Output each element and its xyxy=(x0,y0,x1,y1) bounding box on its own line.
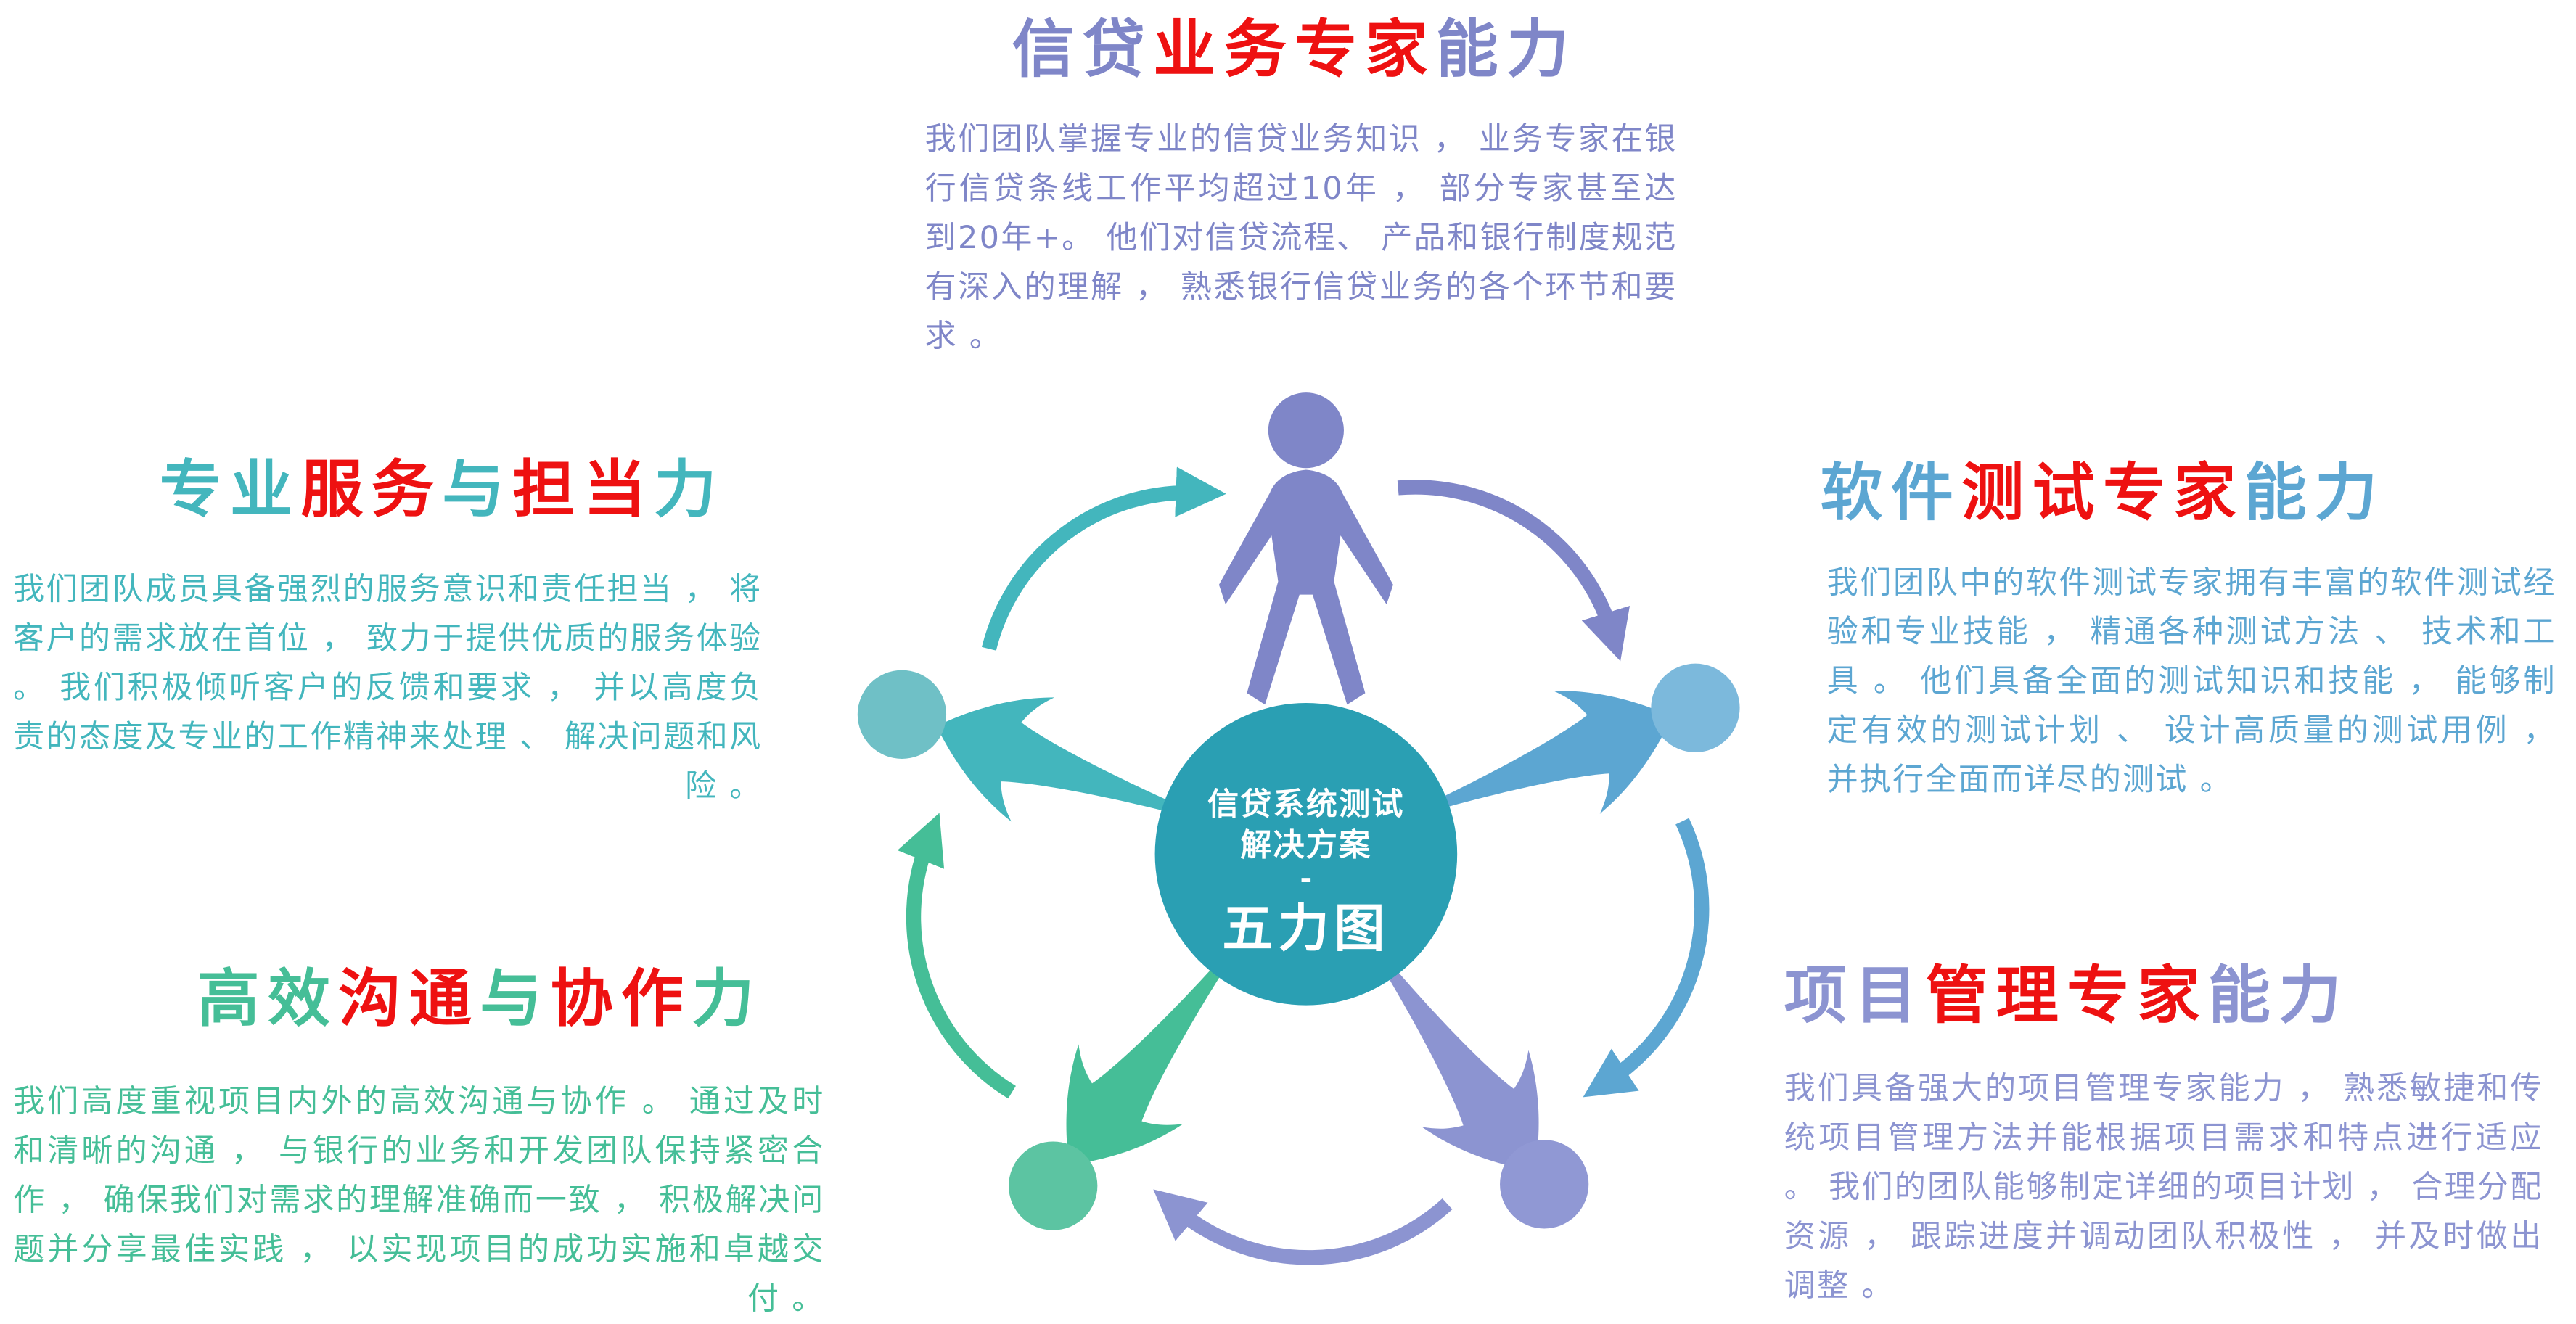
section-title-communication: 高效沟通与协作力 xyxy=(197,962,763,1035)
title-segment: 管理专家 xyxy=(1925,959,2208,1032)
bottomright-node-dot xyxy=(1500,1140,1589,1229)
right-node-dot xyxy=(1651,663,1740,752)
title-segment: 软件 xyxy=(1820,456,1962,530)
cycle-arrow-right-to-bottomright-icon xyxy=(1583,818,1710,1098)
section-body-management: 我们具备强大的项目管理专家能力 ， 熟悉敏捷和传统项目管理方法并能根据项目需求和… xyxy=(1784,1071,2543,1304)
radial-arrow-right-icon xyxy=(1415,654,1696,866)
section-body-communication: 我们高度重视项目内外的高效沟通与协作 。 通过及时和清晰的沟通 ， 与银行的业务… xyxy=(13,1084,825,1317)
title-segment: 担当 xyxy=(512,453,655,526)
center-line2: 解决方案 xyxy=(1240,828,1371,864)
five-forces-diagram: 信贷系统测试 解决方案 - 五力图 xyxy=(857,392,1740,1265)
title-segment: 项目 xyxy=(1784,959,1926,1032)
cycle-arrow-bottomleft-to-left-icon xyxy=(897,813,1016,1099)
title-segment: 与 xyxy=(442,453,513,526)
section-body-credit: 我们团队掌握专业的信贷业务知识 ， 业务专家在银行信贷条线工作平均超过10年 ，… xyxy=(924,121,1678,355)
radial-arrow-left-icon xyxy=(915,664,1194,871)
center-dash: - xyxy=(1300,861,1312,896)
center-line3: 五力图 xyxy=(1222,899,1390,958)
person-icon xyxy=(1218,392,1393,705)
title-segment: 能力 xyxy=(2244,456,2386,530)
title-segment: 专业 xyxy=(159,453,301,526)
title-segment: 能力 xyxy=(1435,13,1578,86)
title-segment: 高效 xyxy=(197,962,339,1035)
section-body-testing: 我们团队中的软件测试专家拥有丰富的软件测试经验和专业技能 ， 精通各种测试方法 … xyxy=(1826,564,2556,799)
title-segment: 服务 xyxy=(300,453,443,526)
cycle-arrow-top-to-right-icon xyxy=(1397,480,1630,662)
title-segment: 力 xyxy=(692,962,763,1035)
center-circle xyxy=(1154,702,1458,1006)
left-node-dot xyxy=(857,670,947,759)
center-line1: 信贷系统测试 xyxy=(1207,786,1405,823)
title-segment: 协作 xyxy=(550,962,692,1035)
cycle-arrow-bottomright-to-bottomleft-icon xyxy=(1153,1189,1453,1265)
title-segment: 测试专家 xyxy=(1961,456,2244,530)
section-title-service: 专业服务与担当力 xyxy=(159,453,725,526)
section-title-testing: 软件测试专家能力 xyxy=(1821,459,2386,529)
title-segment: 沟通 xyxy=(338,962,480,1035)
title-segment: 信贷 xyxy=(1012,13,1154,86)
section-body-service: 我们团队成员具备强烈的服务意识和责任担当 ， 将客户的需求放在首位 ， 致力于提… xyxy=(13,571,763,805)
title-segment: 力 xyxy=(654,453,725,526)
section-title-credit: 信贷业务专家能力 xyxy=(802,15,1787,86)
title-segment: 与 xyxy=(480,962,551,1035)
title-segment: 能力 xyxy=(2207,959,2350,1032)
title-segment: 业务专家 xyxy=(1153,13,1436,86)
cycle-arrow-left-to-top-icon xyxy=(982,466,1226,651)
section-title-management: 项目管理专家能力 xyxy=(1784,961,2350,1032)
bottomleft-node-dot xyxy=(1009,1141,1098,1230)
